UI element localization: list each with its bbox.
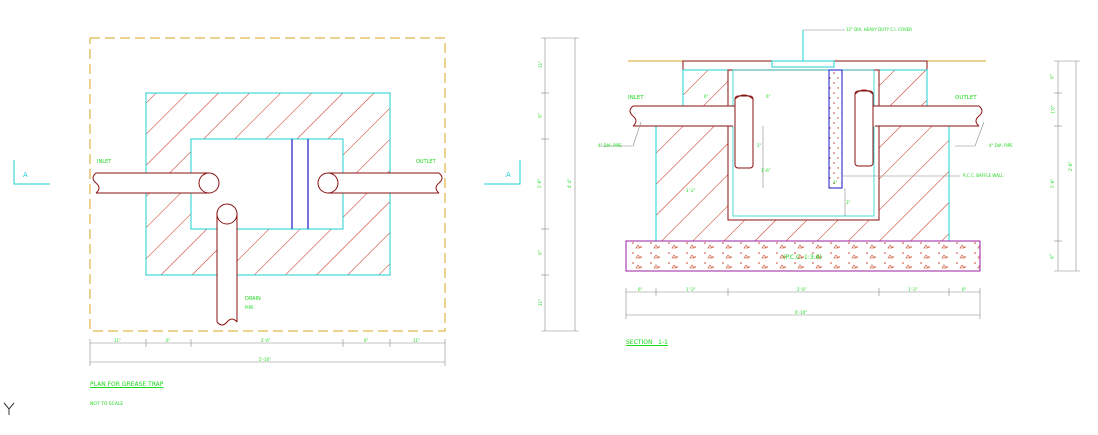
section-vdim-4: 6" (1049, 254, 1055, 259)
section-dim-4: 1'-3" (908, 287, 918, 292)
plan-dim-3: 2'-6" (261, 338, 271, 343)
plan-dim-lines (89, 37, 579, 366)
section-dim-1: 6" (638, 287, 643, 292)
section-dim-lines (625, 60, 1080, 319)
section-dim-overall: 6'-10" (795, 310, 808, 315)
section-inner-dim-2: 6" (766, 94, 771, 99)
section-marker-right-label: A (506, 171, 511, 179)
section-inner-dim-4: 1'-6" (761, 168, 771, 173)
section-marker-right (484, 160, 521, 185)
section-baffle-label: R.C.C. BAFFLE WALL (963, 173, 1004, 178)
section-inner-dim-6: 3" (846, 200, 851, 205)
section-leaders (600, 29, 985, 177)
section-inner-dim-1: 6" (704, 94, 709, 99)
section-vdim-2: 1'0" (1050, 105, 1056, 114)
plan-vdim-5: 11" (537, 299, 543, 306)
ucs-icon (3, 402, 15, 415)
plan-dim-5: 11" (413, 338, 420, 343)
plan-dim-overall: 5'-10" (259, 357, 272, 362)
plan-vdim-1: 11" (537, 61, 543, 68)
section-outlet-pipe-label: 4" DIA. PIPE (989, 143, 1013, 148)
plan-outlet-label: OUTLET (416, 159, 436, 165)
plan-scale: NOT TO SCALE (90, 402, 124, 407)
plan-vdim-overall: 4'-4" (567, 178, 573, 189)
plan-drain-sub: PIPE (245, 305, 254, 310)
plan-title: PLAN FOR GREASE TRAP (90, 381, 164, 388)
section-inlet-pipe-label: 4" DIA. PIPE (598, 143, 622, 148)
section-marker-left (13, 160, 50, 185)
section-baffle-wall (828, 69, 843, 189)
plan-drain-pipe (216, 203, 238, 326)
section-base-pcc (625, 240, 981, 272)
plan-dim-1: 11" (114, 338, 121, 343)
section-dim-3: 2'-6" (797, 287, 807, 292)
plan-dim-2: 6" (166, 338, 171, 343)
section-view (600, 29, 1080, 319)
plan-inlet-pipe (92, 172, 220, 194)
section-vdim-3: 1'-6" (1050, 178, 1056, 189)
plan-dim-4: 6" (364, 338, 369, 343)
section-outlet-pipe (854, 89, 983, 167)
section-dim-2: 1'-3" (686, 287, 696, 292)
plan-outlet-pipe (317, 172, 443, 194)
plan-outline (89, 37, 446, 332)
section-vdim-1: 6" (1049, 74, 1055, 79)
plan-inlet-label: INLET (97, 159, 112, 165)
plan-drain-label: DRAIN (245, 296, 261, 302)
plan-view (13, 37, 579, 366)
section-inlet-label: INLET (628, 95, 644, 101)
section-dim-5: 6" (962, 287, 967, 292)
plan-vdim-3: 1'-6" (537, 178, 543, 189)
section-cover-label: 12" DIA. HEAVY DUTY C.I. COVER (846, 27, 913, 32)
section-vdim-overall: 2'-6" (1068, 161, 1074, 172)
section-inner-dim-5: 1" (833, 180, 838, 185)
section-base-label: (P.C.C. 1:3:6) (783, 254, 822, 261)
section-outlet-label: OUTLET (955, 95, 977, 101)
section-title: SECTION 1-1 (626, 339, 668, 346)
section-inner-dim-3: 2" (757, 143, 762, 148)
plan-vdim-4: 6" (537, 250, 543, 255)
section-marker-left-label: A (23, 171, 28, 179)
section-inner-dim-7: 1'-2" (686, 188, 696, 193)
plan-vdim-2: 6" (537, 113, 543, 118)
section-inlet-pipe (629, 94, 754, 169)
